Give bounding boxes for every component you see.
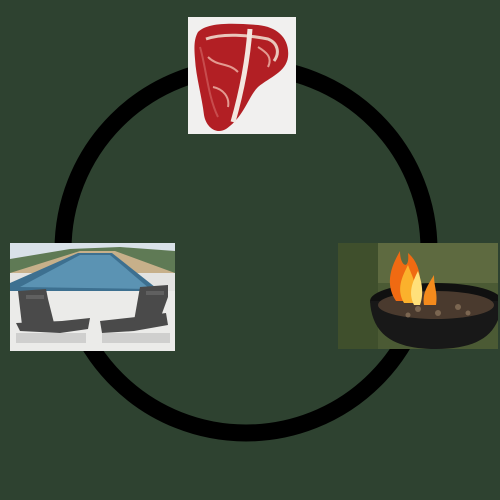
pool-image (10, 243, 175, 351)
steak-image (188, 17, 296, 134)
grill-image (338, 243, 498, 349)
